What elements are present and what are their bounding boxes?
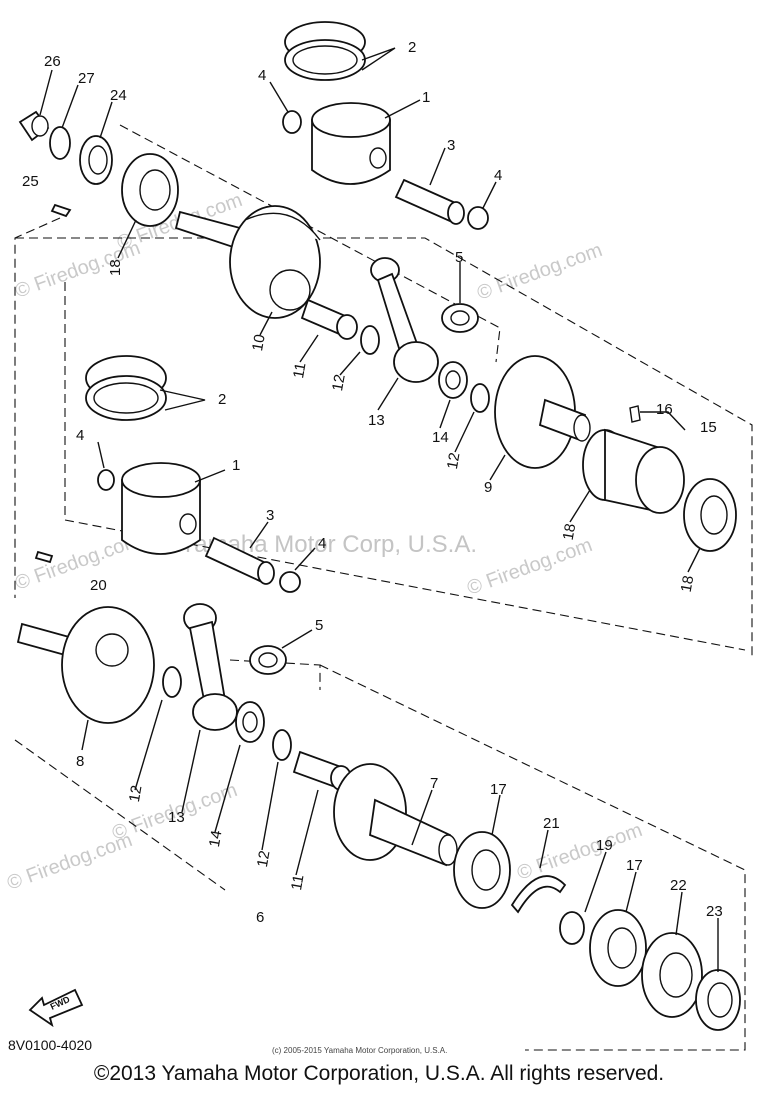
circlip-21 (510, 875, 567, 914)
watermark-firedog: © Firedog.com (474, 239, 605, 305)
callout-17: 17 (490, 781, 507, 798)
callout-10: 10 (249, 333, 269, 352)
crankshaft-half-10 (174, 205, 321, 319)
callout-2: 2 (408, 39, 416, 56)
callout-8: 8 (76, 753, 84, 770)
callout-19: 19 (596, 837, 613, 854)
callout-22: 22 (670, 877, 687, 894)
callout-16: 16 (656, 401, 673, 418)
oil-seal-22 (641, 932, 703, 1018)
key-20 (34, 550, 54, 564)
piston-upper (311, 102, 391, 185)
callout-13: 13 (368, 412, 385, 429)
callout-12: 12 (254, 849, 274, 868)
callout-6: 6 (256, 909, 264, 926)
callout-3: 3 (266, 507, 274, 524)
center-seal-assembly (582, 405, 685, 514)
fwd-arrow: FWD (28, 988, 84, 1028)
leader-lines (39, 47, 719, 972)
oil-seal-26 (18, 110, 50, 142)
washer-12-lower-a (162, 666, 182, 698)
washer-27 (49, 126, 71, 160)
callout-18: 18 (107, 259, 124, 276)
callout-23: 23 (706, 903, 723, 920)
callout-4: 4 (494, 167, 502, 184)
needle-bearing-5-upper (441, 303, 479, 333)
callout-25: 25 (22, 173, 39, 190)
circlip-lower-left (97, 469, 115, 491)
crankshaft-half-8 (16, 606, 155, 724)
needle-bearing-14-upper (438, 361, 468, 399)
callout-12: 12 (444, 451, 464, 470)
callout-11: 11 (288, 873, 307, 891)
washer-12-upper-b (470, 383, 490, 413)
bearing-18-upper (121, 153, 179, 227)
piston-rings-upper (284, 21, 366, 81)
callout-11: 11 (290, 361, 309, 379)
needle-bearing-14-lower (235, 701, 265, 743)
callout-14: 14 (206, 829, 226, 848)
callout-12: 12 (126, 784, 146, 803)
callout-13: 13 (168, 809, 185, 826)
callout-12: 12 (329, 373, 349, 392)
circlip-lower-right (279, 571, 301, 593)
callout-4: 4 (258, 67, 266, 84)
callout-1: 1 (232, 457, 240, 474)
piston-pin-lower (204, 536, 275, 585)
callout-2: 2 (218, 391, 226, 408)
key-25 (50, 203, 72, 218)
piston-pin-upper (394, 178, 465, 225)
watermark-firedog: © Firedog.com (464, 534, 595, 600)
callout-labels: 2 1 3 4 4 5 26 27 24 25 18 10 11 12 13 1… (22, 39, 723, 926)
callout-3: 3 (447, 137, 455, 154)
callout-21: 21 (543, 815, 560, 832)
crankshaft-half-9 (494, 355, 591, 469)
callout-1: 1 (422, 89, 430, 106)
washer-19 (559, 911, 585, 945)
callout-14: 14 (432, 429, 449, 446)
circlip-upper-right (467, 206, 489, 230)
callout-24: 24 (110, 87, 127, 104)
callout-5: 5 (315, 617, 323, 634)
callout-15: 15 (700, 419, 717, 436)
gear-23 (695, 969, 741, 1031)
copyright-footer: ©2013 Yamaha Motor Corporation, U.S.A. A… (93, 1062, 665, 1085)
bearing-24 (79, 135, 113, 185)
callout-9: 9 (484, 479, 492, 496)
diagram-part-number: 8V0100-4020 (8, 1037, 92, 1053)
washer-12-lower-b (272, 729, 292, 761)
callout-5: 5 (455, 249, 463, 266)
crank-pin-11-upper (300, 298, 358, 340)
callout-18: 18 (678, 574, 698, 593)
circlip-upper-left (282, 110, 302, 134)
boundary-lower-left (14, 739, 226, 891)
washer-12-upper-a (360, 325, 380, 355)
callout-18: 18 (560, 522, 580, 541)
piston-lower (121, 462, 201, 555)
needle-bearing-5-lower (249, 645, 287, 675)
callout-17: 17 (626, 857, 643, 874)
boundary-lower-right (319, 664, 746, 1051)
callout-20: 20 (90, 577, 107, 594)
boundary-upper-crank (119, 124, 501, 363)
bearing-17-lower-b (589, 909, 647, 987)
callout-7: 7 (430, 775, 438, 792)
bearing-17-lower-a (453, 831, 511, 909)
bearing-18-right (683, 478, 737, 552)
callout-26: 26 (44, 53, 61, 70)
watermark-firedog: © Firedog.com (514, 819, 645, 885)
crankshaft-half-7 (333, 763, 458, 867)
callout-27: 27 (78, 70, 95, 87)
connecting-rod-lower (183, 603, 238, 731)
callout-4: 4 (318, 535, 326, 552)
piston-rings-lower (85, 355, 167, 421)
fine-print-copyright: (c) 2005-2015 Yamaha Motor Corporation, … (272, 1046, 447, 1055)
connecting-rod-upper (370, 257, 439, 383)
callout-4: 4 (76, 427, 84, 444)
